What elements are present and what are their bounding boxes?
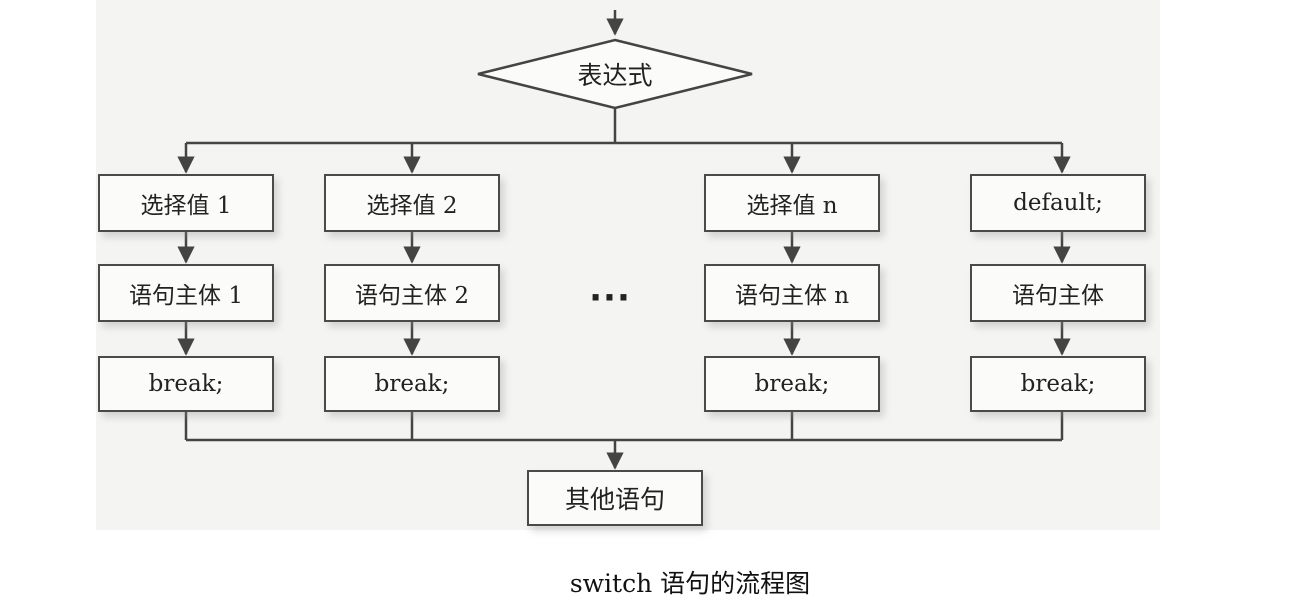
body-box-default: 语句主体 <box>970 264 1146 322</box>
body-box-n: 语句主体 n <box>704 264 880 322</box>
ellipsis: ··· <box>589 278 631 318</box>
break-box-1: break; <box>98 356 274 412</box>
case-box-n: 选择值 n <box>704 174 880 232</box>
case-box-1: 选择值 1 <box>98 174 274 232</box>
break-box-n: break; <box>704 356 880 412</box>
expression-label: 表达式 <box>577 61 653 90</box>
break-box-2: break; <box>324 356 500 412</box>
other-statements-box: 其他语句 <box>527 470 703 526</box>
case-box-default: default; <box>970 174 1146 232</box>
figure-caption: switch 语句的流程图 <box>569 569 811 598</box>
body-box-1: 语句主体 1 <box>98 264 274 322</box>
break-box-default: break; <box>970 356 1146 412</box>
case-box-2: 选择值 2 <box>324 174 500 232</box>
body-box-2: 语句主体 2 <box>324 264 500 322</box>
